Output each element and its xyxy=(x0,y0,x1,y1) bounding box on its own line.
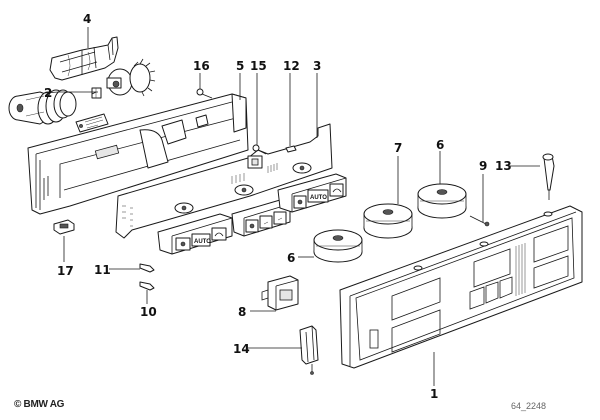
callout-15: 15 xyxy=(250,59,267,73)
button-module-center xyxy=(231,199,291,237)
knob-6-upper xyxy=(417,183,467,219)
callout-3: 3 xyxy=(313,59,321,73)
callout-6-upper: 6 xyxy=(436,138,444,152)
knob-6-lower xyxy=(313,229,363,263)
part-3-circuit-board xyxy=(115,123,333,239)
part-13-sensor xyxy=(542,153,555,200)
callout-5: 5 xyxy=(236,59,244,73)
part-16-screw xyxy=(196,88,213,99)
callout-numbers: 4 2 16 5 15 12 3 7 6 9 13 6 17 11 10 8 1… xyxy=(44,12,512,401)
callout-17: 17 xyxy=(57,264,74,278)
copyright-text: © BMW AG xyxy=(14,399,65,410)
part-2-motor xyxy=(91,58,156,99)
part-9-pin xyxy=(469,215,490,227)
part-10-bulb xyxy=(139,281,155,291)
callout-8: 8 xyxy=(238,305,246,319)
callout-7: 7 xyxy=(394,141,402,155)
callout-1: 1 xyxy=(430,387,438,401)
part-4-bracket xyxy=(49,36,119,81)
part-2-worm-gear xyxy=(8,89,77,125)
part-12-bulb xyxy=(285,145,297,153)
callout-4: 4 xyxy=(83,12,91,26)
part-17-clip xyxy=(53,219,75,235)
part-14-clip xyxy=(299,325,319,375)
button-module-right: AUTO xyxy=(277,173,347,213)
auto-button-label-right: AUTO xyxy=(310,195,327,201)
button-module-left: AUTO xyxy=(157,213,233,255)
callout-11: 11 xyxy=(94,263,111,277)
part-11-bulb xyxy=(139,263,155,273)
sticker-label xyxy=(75,113,109,133)
callout-12: 12 xyxy=(283,59,300,73)
callout-2: 2 xyxy=(44,86,52,100)
leader-lines xyxy=(43,27,540,386)
callout-14: 14 xyxy=(233,342,250,356)
callout-16: 16 xyxy=(193,59,210,73)
auto-button-label-left: AUTO xyxy=(194,239,211,245)
callout-10: 10 xyxy=(140,305,157,319)
callout-6-lower: 6 xyxy=(287,251,295,265)
part-15-screw xyxy=(252,144,267,155)
callout-9: 9 xyxy=(479,159,487,173)
diagram-code: 64_2248 xyxy=(511,401,547,411)
callout-13: 13 xyxy=(495,159,512,173)
knob-7 xyxy=(363,203,413,239)
part-5-housing xyxy=(27,93,249,215)
part-1-front-fascia xyxy=(339,205,583,369)
part-8-switch xyxy=(261,275,299,311)
